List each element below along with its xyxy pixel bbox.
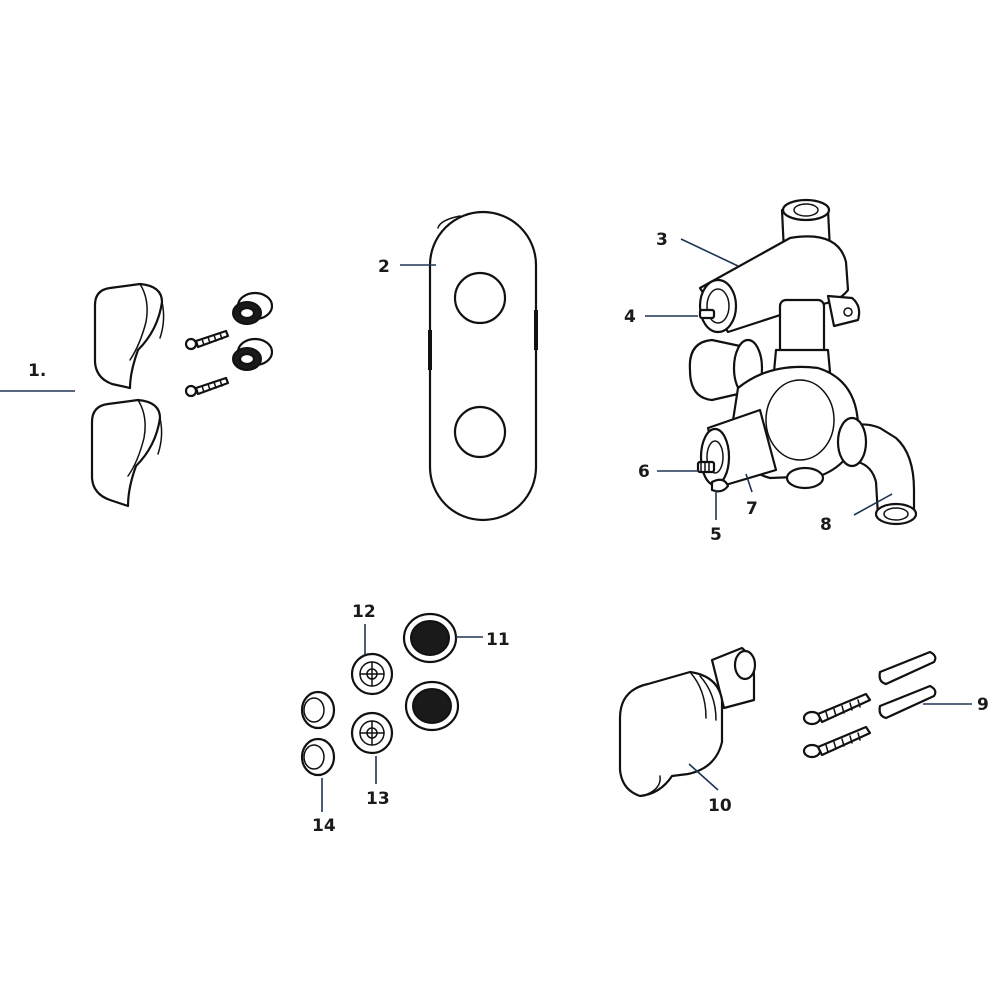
spline-adaptor-upper — [232, 291, 274, 325]
grub-screw-upper — [184, 329, 230, 351]
callout-12: 12 — [352, 602, 376, 622]
wall-outlet-elbow — [618, 646, 757, 798]
callout-13: 13 — [366, 789, 390, 809]
lever-handle-upper — [93, 282, 165, 390]
callout-3: 3 — [656, 230, 668, 250]
wood-screw-lower — [802, 725, 872, 759]
check-valve-upper — [350, 652, 394, 696]
callout-2: 2 — [378, 257, 390, 277]
callout-6: 6 — [638, 462, 650, 482]
leader-lines — [0, 238, 972, 812]
lever-handles-group — [90, 282, 274, 508]
seat-ring-lower — [300, 737, 336, 777]
wall-plug-upper — [878, 650, 937, 686]
grub-screw-lower — [184, 376, 230, 398]
seat-ring-upper — [300, 690, 336, 730]
callout-labels: 1. 2 3 4 5 6 7 8 9 10 11 12 13 14 — [28, 230, 989, 836]
valve-assembly — [688, 198, 918, 526]
seals-and-filters — [300, 612, 460, 777]
callout-5: 5 — [710, 525, 722, 545]
callout-9: 9 — [977, 695, 989, 715]
callout-11: 11 — [486, 630, 510, 650]
callout-4: 4 — [624, 307, 636, 327]
oval-cover-plate — [428, 210, 538, 522]
filter-seal-upper — [402, 612, 458, 664]
check-valve-lower — [350, 711, 394, 755]
callout-7: 7 — [746, 499, 758, 519]
wall-plug-lower — [878, 684, 937, 720]
callout-10: 10 — [708, 796, 732, 816]
fixing-kit — [802, 650, 937, 759]
callout-1: 1. — [28, 361, 46, 381]
callout-14: 14 — [312, 816, 336, 836]
filter-seal-lower — [404, 680, 460, 732]
wood-screw-upper — [802, 692, 872, 726]
lever-handle-lower — [90, 398, 163, 508]
spline-adaptor-lower — [232, 337, 274, 371]
callout-8: 8 — [820, 515, 832, 535]
